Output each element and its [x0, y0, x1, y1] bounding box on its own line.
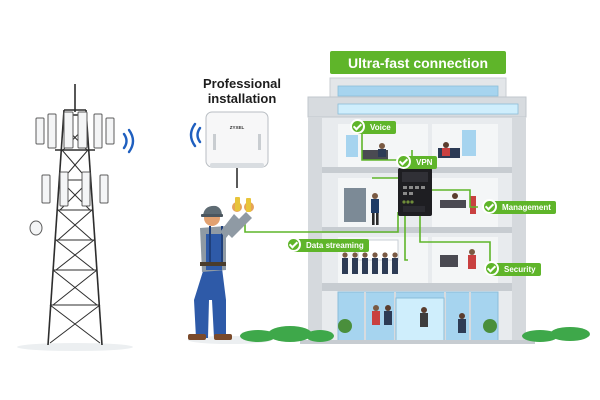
check-icon	[484, 261, 499, 276]
voice-label: Voice	[370, 123, 391, 132]
management-tag: Management	[482, 199, 556, 214]
signal-wave-icon	[122, 128, 135, 154]
check-icon	[286, 237, 301, 252]
building	[300, 77, 535, 344]
professional-installation-title: Professional installation	[192, 76, 292, 106]
vpn-tag: VPN	[396, 154, 438, 169]
management-label: Management	[502, 203, 551, 212]
security-label: Security	[504, 265, 536, 274]
ultra-fast-connection-banner: Ultra-fast connection	[330, 51, 506, 74]
network-links	[244, 128, 491, 268]
device-brand-label: ZYXEL	[230, 125, 245, 130]
data-streaming-label: Data streaming	[306, 241, 364, 250]
check-icon	[482, 199, 497, 214]
security-tag: Security	[484, 261, 541, 276]
central-router	[398, 168, 432, 216]
tower-shadow	[17, 343, 133, 351]
antenna-panels	[29, 111, 115, 236]
data-streaming-tag: Data streaming	[286, 237, 369, 252]
installation-line-2: installation	[207, 91, 277, 106]
bushes	[240, 319, 590, 342]
check-icon	[396, 154, 411, 169]
outdoor-router-device: ZYXEL	[205, 111, 269, 168]
signal-wave-icon	[189, 122, 202, 148]
check-icon	[350, 119, 365, 134]
voice-tag: Voice	[350, 119, 396, 134]
installation-line-1: Professional	[202, 76, 282, 91]
installer-worker	[188, 197, 254, 340]
vpn-label: VPN	[416, 158, 433, 167]
